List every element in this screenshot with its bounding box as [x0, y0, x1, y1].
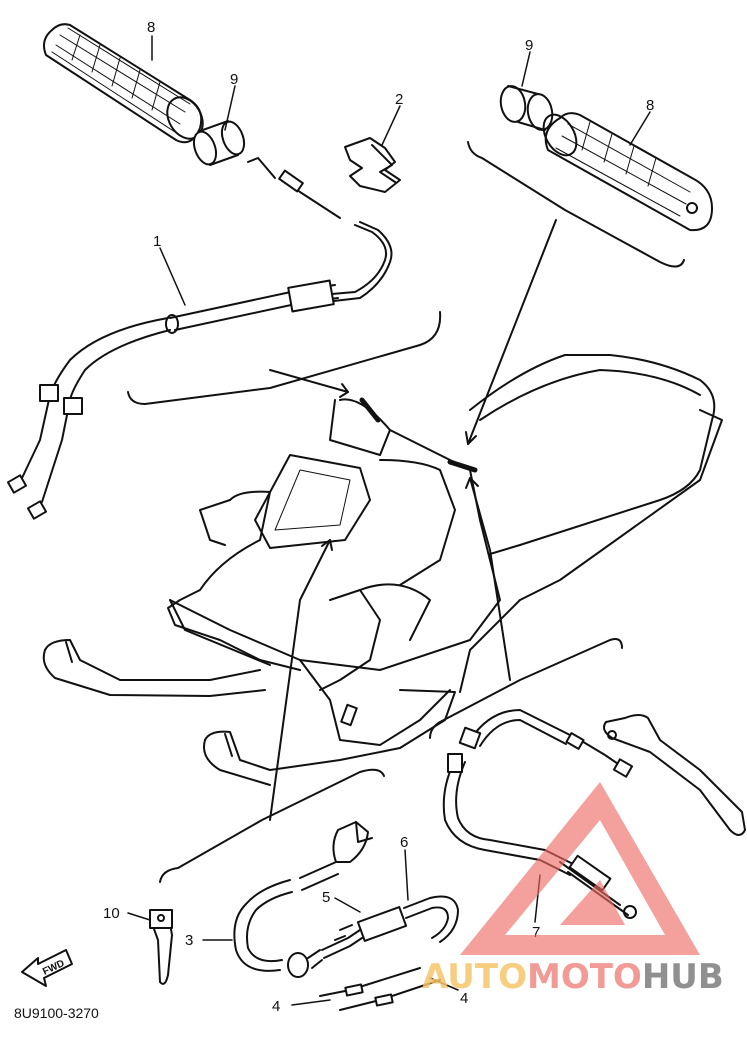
callout-9-left: 9: [230, 71, 238, 88]
snowmobile-body: [42, 354, 723, 786]
callout-7: 7: [532, 924, 540, 941]
callout-9-right: 9: [525, 37, 533, 54]
watermark-moto: MOTO: [527, 957, 642, 997]
svg-text:AUTOMOTOHUB: AUTOMOTOHUB: [422, 957, 724, 997]
collar-left: [192, 120, 246, 166]
cable-end-top: [247, 157, 393, 303]
leader-arrows: [269, 219, 557, 821]
watermark-logo: AUTOMOTOHUB: [422, 782, 724, 997]
callout-2: 2: [395, 91, 403, 108]
callout-4-left: 4: [272, 998, 280, 1015]
group-bracket-1: [127, 311, 442, 405]
adjuster-5-6: [321, 895, 459, 959]
grip-right: [542, 112, 713, 232]
callout-8-right: 8: [646, 97, 654, 114]
clip-2: [344, 137, 401, 193]
callout-5: 5: [322, 889, 330, 906]
callout-8-left: 8: [147, 19, 155, 36]
watermark-hub: HUB: [642, 957, 724, 997]
cable-1: [6, 279, 339, 520]
collar-right: [499, 85, 554, 131]
diagram-code: 8U9100-3270: [14, 1005, 99, 1021]
callout-labels: 8 9 2 9 8 1 6 5 10 3 7 4 4: [103, 19, 654, 1015]
watermark-triangle-icon: [460, 782, 700, 955]
watermark-auto: AUTO: [422, 957, 527, 997]
group-bracket-8: [467, 141, 685, 268]
callout-10: 10: [103, 905, 120, 922]
key-10: [149, 909, 173, 985]
grip-left: [43, 23, 204, 144]
fwd-arrow-icon: FWD: [21, 949, 73, 987]
group-bracket-3: [159, 768, 385, 883]
callout-1: 1: [153, 233, 161, 250]
callout-4-right: 4: [460, 990, 468, 1007]
cable-3: [233, 821, 373, 978]
pins-4: [319, 967, 441, 1011]
brake-lever: [603, 714, 746, 836]
callout-6: 6: [400, 834, 408, 851]
group-bracket-7: [429, 638, 623, 739]
callout-3: 3: [185, 932, 193, 949]
